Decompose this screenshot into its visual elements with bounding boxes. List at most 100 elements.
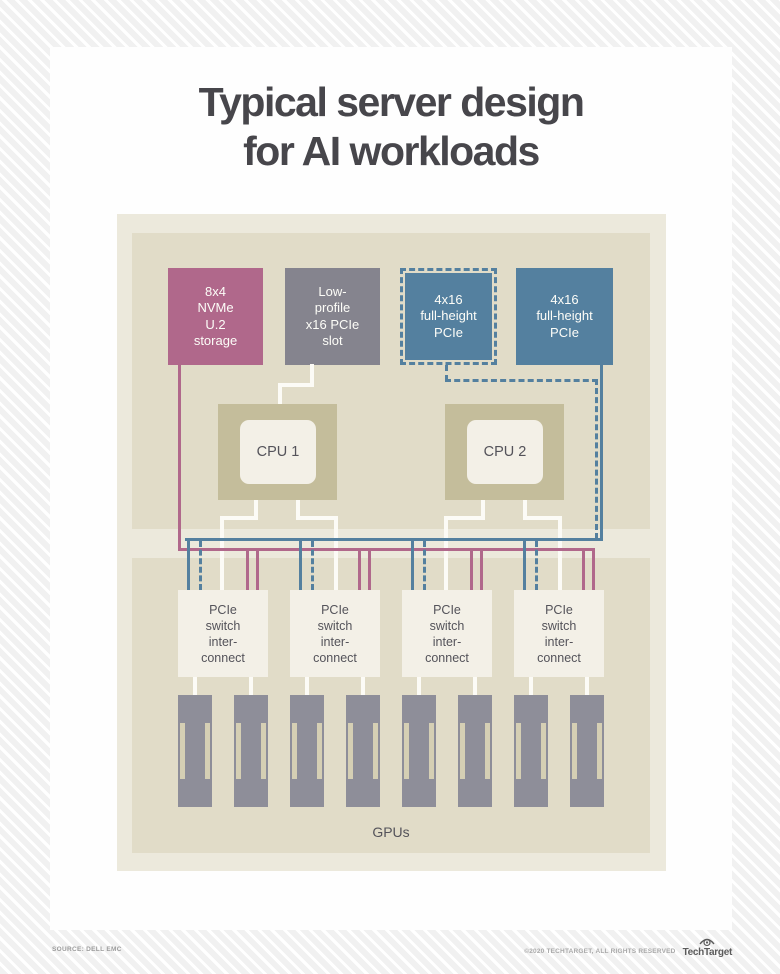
gpu-slot bbox=[348, 723, 353, 779]
cpu1-leg-line bbox=[296, 500, 300, 520]
cpu2-leg-line bbox=[444, 516, 485, 520]
switch-text: connect bbox=[537, 650, 581, 665]
storage-drop-line bbox=[480, 548, 483, 590]
storage-drop-line bbox=[582, 548, 585, 590]
gpu-link-line bbox=[473, 677, 477, 695]
copyright-text: ©2020 TECHTARGET, ALL RIGHTS RESERVED bbox=[524, 948, 676, 955]
cpu2-leg-line bbox=[558, 516, 562, 590]
cpu1-leg-line bbox=[254, 500, 258, 520]
pcie-dashed-drop-line bbox=[423, 541, 426, 590]
pcie-full-height-dashed-box: 4x16 full-height PCIe bbox=[400, 268, 497, 365]
techtarget-wordmark: TechTarget bbox=[682, 947, 733, 958]
techtarget-logo: TechTarget bbox=[683, 934, 732, 958]
pcie-switch-box-4: PCIe switch inter- connect bbox=[514, 590, 604, 677]
source-credit: SOURCE: DELL EMC bbox=[52, 946, 122, 953]
pcie-dashed-box-text: 4x16 bbox=[434, 291, 463, 307]
switch-text: inter- bbox=[208, 634, 238, 649]
pcie-drop-line bbox=[523, 538, 526, 590]
gpu-slot bbox=[485, 723, 490, 779]
cpu1-socket: CPU 1 bbox=[218, 404, 337, 500]
switch-text: PCIe bbox=[321, 602, 349, 617]
pcie-line bbox=[600, 365, 603, 541]
switch-text: switch bbox=[541, 618, 577, 633]
storage-drop-line bbox=[470, 548, 473, 590]
gpu-slot bbox=[541, 723, 546, 779]
pcie-box-text: 4x16 bbox=[550, 291, 579, 307]
gpu-card bbox=[234, 695, 268, 807]
switch-text: PCIe bbox=[433, 602, 461, 617]
gpu-slot bbox=[205, 723, 210, 779]
pcie-full-height-box: 4x16 full-height PCIe bbox=[516, 268, 613, 365]
eye-icon bbox=[699, 938, 715, 947]
storage-drop-line bbox=[246, 548, 249, 590]
pcie-dashed-box-text: PCIe bbox=[434, 324, 463, 340]
pcie-dashed-line bbox=[445, 379, 598, 382]
gpu-link-line bbox=[361, 677, 365, 695]
cpu2-leg-line bbox=[523, 500, 527, 520]
low-profile-slot-text: slot bbox=[322, 333, 343, 348]
gpu-link-line bbox=[417, 677, 421, 695]
low-profile-slot-text: Low- bbox=[318, 283, 347, 299]
gpu-slot bbox=[292, 723, 297, 779]
gpu-slot bbox=[597, 723, 602, 779]
cpu2-leg-line bbox=[523, 516, 562, 520]
gpu-slot bbox=[373, 723, 378, 779]
storage-drop-line bbox=[368, 548, 371, 590]
switch-text: inter- bbox=[544, 634, 574, 649]
low-profile-slot-text: x16 PCIe bbox=[305, 316, 360, 332]
gpus-label: GPUs bbox=[372, 824, 410, 840]
pcie-dashed-drop-line bbox=[535, 541, 538, 590]
storage-drop-line bbox=[256, 548, 259, 590]
cpu2-leg-line bbox=[444, 516, 448, 590]
pcie-dashed-box-fill bbox=[405, 273, 492, 360]
pcie-box-text: PCIe bbox=[550, 324, 579, 340]
gpu-slot bbox=[516, 723, 521, 779]
low-profile-slot-text: profile bbox=[314, 300, 351, 315]
title-line-1: Typical server design bbox=[198, 79, 585, 125]
gpu-slot bbox=[460, 723, 465, 779]
storage-bus-line bbox=[178, 548, 593, 551]
nvme-storage-box: 8x4 NVMe U.2 storage bbox=[168, 268, 263, 365]
pcie-dashed-drop-line bbox=[199, 541, 202, 590]
gpu-link-line bbox=[193, 677, 197, 695]
pcie-dashed-box-text: full-height bbox=[420, 308, 477, 324]
switch-text: inter- bbox=[320, 634, 350, 649]
pcie-dashed-line bbox=[595, 379, 598, 539]
storage-line bbox=[178, 365, 181, 551]
gpu-slot bbox=[261, 723, 266, 779]
switch-text: PCIe bbox=[209, 602, 237, 617]
low-profile-slot-box: Low- profile x16 PCIe slot bbox=[285, 268, 380, 365]
gpu-link-line bbox=[529, 677, 533, 695]
gpu-card bbox=[346, 695, 380, 807]
nvme-storage-text: 8x4 bbox=[205, 283, 226, 299]
gpu-link-line bbox=[585, 677, 589, 695]
gpu-slot bbox=[180, 723, 185, 779]
storage-drop-line bbox=[358, 548, 361, 590]
pcie-switch-box-1: PCIe switch inter- connect bbox=[178, 590, 268, 677]
storage-drop-line bbox=[592, 548, 595, 590]
nvme-storage-text: U.2 bbox=[205, 316, 226, 332]
gpu-card bbox=[514, 695, 548, 807]
gpu-slot bbox=[317, 723, 322, 779]
switch-text: connect bbox=[425, 650, 469, 665]
footer-right: ©2020 TECHTARGET, ALL RIGHTS RESERVED Te… bbox=[524, 934, 732, 958]
pcie-switch-box-3: PCIe switch inter- connect bbox=[402, 590, 492, 677]
gpu-slot bbox=[429, 723, 434, 779]
page-title: Typical server design for AI workloads bbox=[50, 78, 732, 176]
gpu-card bbox=[178, 695, 212, 807]
pcie-drop-line bbox=[299, 538, 302, 590]
cpu2-socket: CPU 2 bbox=[445, 404, 564, 500]
gpu-card bbox=[402, 695, 436, 807]
switch-text: switch bbox=[205, 618, 241, 633]
pcie-dashed-drop-line bbox=[311, 541, 314, 590]
pcie-drop-line bbox=[411, 538, 414, 590]
pcie-drop-line bbox=[187, 538, 190, 590]
pcie-bus-line bbox=[185, 538, 603, 541]
switch-text: switch bbox=[429, 618, 465, 633]
cpu1-leg-line bbox=[296, 516, 338, 520]
cpu1-label: CPU 1 bbox=[256, 444, 300, 460]
cpu1-leg-line bbox=[220, 516, 224, 590]
gpu-card bbox=[570, 695, 604, 807]
gpu-link-line bbox=[249, 677, 253, 695]
